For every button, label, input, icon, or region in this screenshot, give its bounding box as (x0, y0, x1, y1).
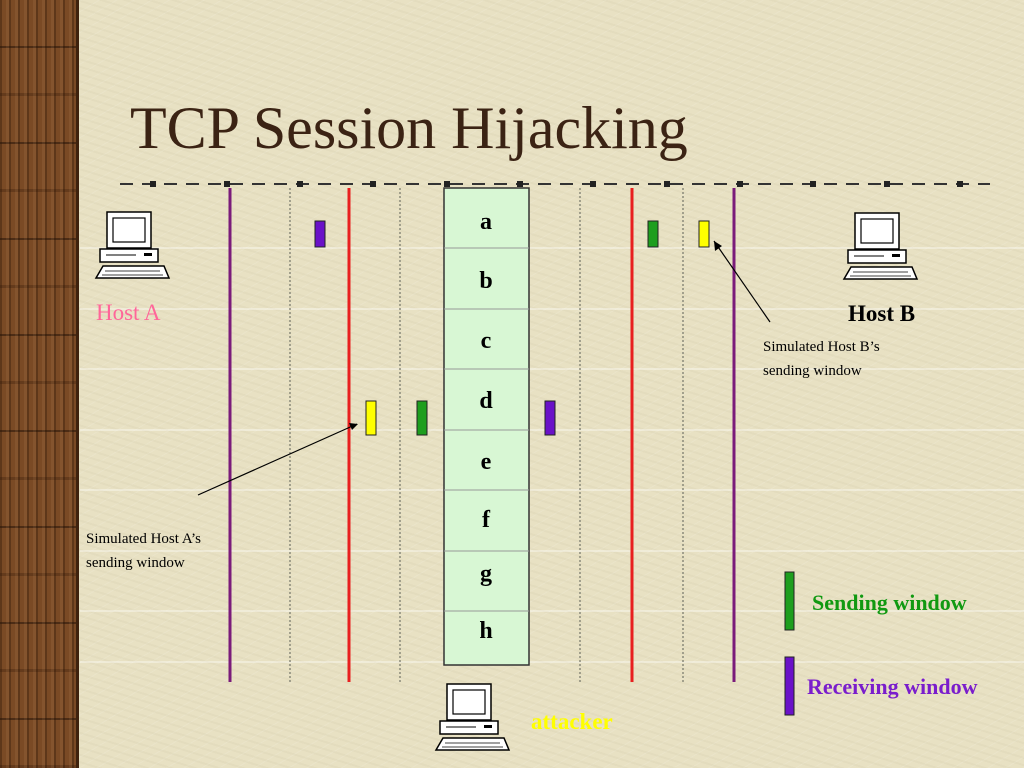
rule-marker (884, 181, 890, 187)
pointer-line-host-b (713, 240, 771, 323)
computer-icon (435, 683, 510, 751)
rule-marker (150, 181, 156, 187)
pointer-arrowhead-host-a (349, 423, 358, 430)
rule-marker (370, 181, 376, 187)
segment-label-c: c (480, 328, 492, 354)
pointer-line-host-a (197, 423, 358, 496)
byte-stream-box (443, 187, 530, 666)
host-b-label: Host B (848, 301, 916, 326)
attacker-label: attacker (531, 709, 613, 734)
wood-border (0, 0, 76, 768)
host-a-note-line1: Simulated Host A’s (86, 531, 202, 547)
simulated-window-marker-a (365, 400, 377, 436)
receiving-window-marker-a (314, 220, 326, 248)
sending-window-marker-a (416, 400, 428, 436)
rule-marker (517, 181, 523, 187)
rule-marker (590, 181, 596, 187)
host-b-note-line1: Simulated Host B’s (763, 339, 880, 355)
rule-marker (957, 181, 963, 187)
computer-icon (843, 212, 918, 280)
host-a-label: Host A (96, 300, 161, 325)
segment-label-b: b (479, 268, 493, 294)
segment-label-h: h (479, 618, 493, 644)
rule-marker (810, 181, 816, 187)
segment-label-e: e (480, 449, 492, 475)
rule-marker (297, 181, 303, 187)
grid-lines (80, 247, 1024, 663)
segment-label-a: a (480, 209, 492, 235)
byte-stream-dividers (444, 247, 529, 612)
legend-receiving-swatch (784, 656, 795, 716)
segment-label-f: f (482, 507, 490, 533)
segment-label-g: g (480, 561, 492, 587)
host-a-note: Simulated Host A’s sending window (86, 527, 201, 575)
pointer-arrowhead-host-b (714, 241, 722, 251)
legend-receiving-label: Receiving window (807, 674, 978, 699)
receiving-window-marker-b (544, 400, 556, 436)
slide-title: TCP Session Hijacking (130, 95, 688, 161)
rule-markers (150, 181, 963, 187)
host-b-note-line2: sending window (763, 363, 862, 379)
rule-marker (664, 181, 670, 187)
simulated-window-marker-b (698, 220, 710, 248)
rule-marker (444, 181, 450, 187)
segment-label-d: d (479, 388, 493, 414)
wood-border-edge (76, 0, 79, 768)
host-b-note: Simulated Host B’s sending window (763, 335, 880, 383)
rule-marker (224, 181, 230, 187)
computer-icon (95, 211, 170, 279)
legend-sending-label: Sending window (812, 590, 967, 615)
rule-marker (737, 181, 743, 187)
host-a-note-line2: sending window (86, 555, 185, 571)
legend-sending-swatch (784, 571, 795, 631)
sending-window-marker-b (647, 220, 659, 248)
